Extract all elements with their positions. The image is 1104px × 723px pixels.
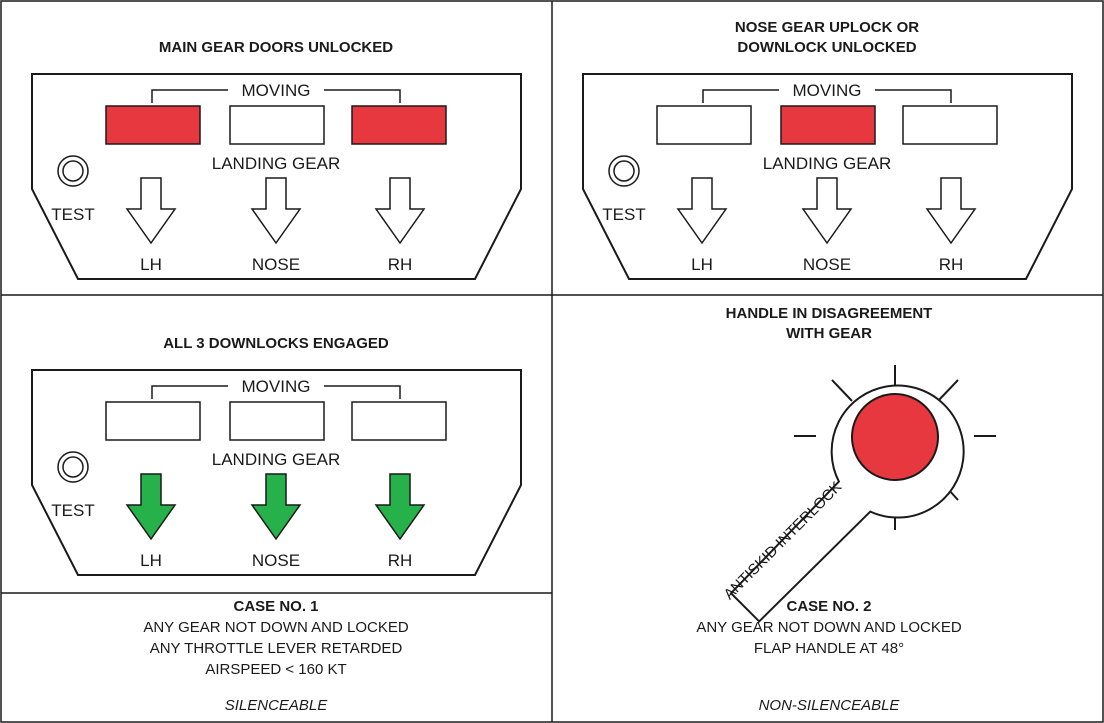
gear-arrow-rh-icon bbox=[374, 177, 426, 245]
moving-bracket bbox=[702, 89, 952, 103]
gear-label-nose: NOSE bbox=[252, 255, 300, 274]
case-1-heading: CASE NO. 1 bbox=[233, 598, 318, 615]
test-label: TEST bbox=[602, 205, 645, 224]
gear-label-lh: LH bbox=[691, 255, 713, 274]
moving-light-rh bbox=[351, 401, 447, 441]
gear-arrow-rh-icon bbox=[374, 473, 426, 541]
light-ray bbox=[937, 379, 959, 402]
panel-outline bbox=[31, 369, 522, 576]
warning-lamp bbox=[851, 393, 939, 481]
gear-label-lh: LH bbox=[140, 551, 162, 570]
moving-light-nose bbox=[229, 105, 325, 145]
case-1-caption: CASE NO. 1 ANY GEAR NOT DOWN AND LOCKED … bbox=[143, 598, 408, 714]
test-button-inner bbox=[62, 160, 84, 182]
case-2-line: ANY GEAR NOT DOWN AND LOCKED bbox=[696, 619, 961, 636]
moving-bracket bbox=[151, 89, 401, 103]
gear-arrow-rh-icon bbox=[925, 177, 977, 245]
moving-light-nose bbox=[780, 105, 876, 145]
moving-label: MOVING bbox=[242, 81, 311, 100]
warning-title-line-2: WITH GEAR bbox=[786, 325, 872, 342]
case-1-line: ANY GEAR NOT DOWN AND LOCKED bbox=[143, 619, 408, 636]
moving-light-lh bbox=[656, 105, 752, 145]
gear-label-nose: NOSE bbox=[252, 551, 300, 570]
test-button-inner bbox=[62, 456, 84, 478]
moving-light-rh bbox=[902, 105, 998, 145]
moving-bracket bbox=[151, 385, 401, 399]
indicator-panel: NOSE GEAR UPLOCK OR DOWNLOCK UNLOCKED MOVI… bbox=[582, 19, 1073, 280]
landing-gear-label: LANDING GEAR bbox=[212, 450, 340, 469]
gear-label-nose: NOSE bbox=[803, 255, 851, 274]
gear-label-rh: RH bbox=[939, 255, 964, 274]
gear-arrow-lh-icon bbox=[676, 177, 728, 245]
moving-label: MOVING bbox=[793, 81, 862, 100]
indicator-panels: MAIN GEAR DOORS UNLOCKED MOVING LANDING GE… bbox=[31, 19, 1073, 576]
test-label: TEST bbox=[51, 501, 94, 520]
panel-title: MAIN GEAR DOORS UNLOCKED bbox=[159, 39, 393, 56]
indicator-panel: ALL 3 DOWNLOCKS ENGAGED MOVING LANDING GEA… bbox=[31, 335, 522, 576]
test-label: TEST bbox=[51, 205, 94, 224]
panel-outline bbox=[31, 73, 522, 280]
moving-light-rh bbox=[351, 105, 447, 145]
case-2-line: FLAP HANDLE AT 48° bbox=[754, 640, 904, 657]
warning-title-line-1: HANDLE IN DISAGREEMENT bbox=[726, 305, 933, 322]
test-button-inner bbox=[613, 160, 635, 182]
gear-arrow-lh-icon bbox=[125, 177, 177, 245]
landing-gear-label: LANDING GEAR bbox=[212, 154, 340, 173]
case-1-note: SILENCEABLE bbox=[225, 697, 329, 714]
gear-arrow-nose-icon bbox=[801, 177, 853, 245]
case-2-note: NON-SILENCEABLE bbox=[759, 697, 901, 714]
moving-label: MOVING bbox=[242, 377, 311, 396]
handle-disagreement-warning: HANDLE IN DISAGREEMENT WITH GEAR ANTISKI… bbox=[721, 305, 996, 623]
panel-title: ALL 3 DOWNLOCKS ENGAGED bbox=[163, 335, 389, 352]
moving-light-nose bbox=[229, 401, 325, 441]
gear-label-rh: RH bbox=[388, 255, 413, 274]
case-2-heading: CASE NO. 2 bbox=[786, 598, 871, 615]
case-1-line: ANY THROTTLE LEVER RETARDED bbox=[150, 640, 403, 657]
panel-title: DOWNLOCK UNLOCKED bbox=[737, 39, 916, 56]
gear-arrow-lh-icon bbox=[125, 473, 177, 541]
panel-title: NOSE GEAR UPLOCK OR bbox=[735, 19, 919, 36]
panel-outline bbox=[582, 73, 1073, 280]
gear-label-rh: RH bbox=[388, 551, 413, 570]
indicator-panel: MAIN GEAR DOORS UNLOCKED MOVING LANDING GE… bbox=[31, 39, 522, 280]
light-ray bbox=[831, 379, 853, 402]
case-2-caption: CASE NO. 2 ANY GEAR NOT DOWN AND LOCKED … bbox=[696, 598, 961, 714]
gear-arrow-nose-icon bbox=[250, 473, 302, 541]
gear-label-lh: LH bbox=[140, 255, 162, 274]
moving-light-lh bbox=[105, 105, 201, 145]
moving-light-lh bbox=[105, 401, 201, 441]
case-1-line: AIRSPEED < 160 KT bbox=[205, 661, 346, 678]
gear-arrow-nose-icon bbox=[250, 177, 302, 245]
landing-gear-label: LANDING GEAR bbox=[763, 154, 891, 173]
